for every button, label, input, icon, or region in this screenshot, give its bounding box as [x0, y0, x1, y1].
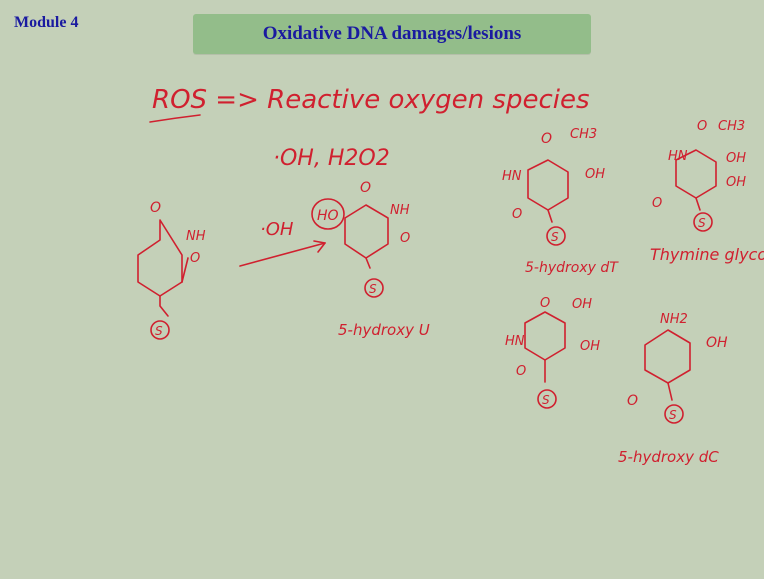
- ros-definition: ROS => Reactive oxygen species: [152, 85, 590, 115]
- reaction-arrow: [239, 242, 326, 267]
- svg-text:O: O: [150, 200, 161, 216]
- module-label: Module 4: [14, 14, 79, 31]
- svg-text:O: O: [652, 196, 662, 211]
- ros-underline: [149, 114, 201, 123]
- 5-hydroxy-du-structure: O OH OH HN O S: [505, 296, 600, 409]
- svg-text:OH: OH: [580, 339, 600, 354]
- svg-text:CH3: CH3: [570, 127, 597, 142]
- svg-text:NH: NH: [186, 229, 206, 244]
- svg-text:OH: OH: [726, 151, 746, 166]
- ros-examples: ·OH, H2O2: [273, 146, 390, 171]
- label-5-hydroxy-u: 5-hydroxy U: [338, 321, 430, 339]
- svg-text:O: O: [360, 180, 371, 196]
- svg-text:O: O: [540, 296, 550, 311]
- svg-text:OH: OH: [706, 335, 728, 351]
- svg-text:O: O: [541, 131, 552, 147]
- svg-text:S: S: [542, 393, 550, 407]
- label-5-hydroxy-dc: 5-hydroxy dC: [618, 448, 719, 466]
- svg-text:HN: HN: [505, 334, 525, 349]
- svg-text:S: S: [551, 230, 559, 244]
- svg-text:S: S: [155, 324, 163, 338]
- slide-title: Oxidative DNA damages/lesions: [262, 23, 522, 44]
- svg-text:CH3: CH3: [718, 119, 745, 134]
- label-5-hydroxy-dt: 5-hydroxy dT: [525, 260, 619, 276]
- 5-hydroxy-u-structure: HO O NH O S: [311, 180, 410, 298]
- svg-text:OH: OH: [572, 297, 592, 312]
- 5-hydroxy-dt-structure: O CH3 OH HN O S: [502, 127, 605, 246]
- svg-text:S: S: [369, 282, 377, 296]
- thymine-glycol-structure: O CH3 OH OH HN O S: [652, 119, 746, 232]
- svg-text:O: O: [190, 251, 200, 266]
- svg-text:O: O: [697, 119, 707, 134]
- label-thymine-glycol: Thymine glycol: [650, 245, 764, 264]
- svg-text:NH2: NH2: [660, 312, 688, 327]
- svg-text:OH: OH: [585, 167, 605, 182]
- svg-text:O: O: [627, 393, 638, 409]
- svg-text:HN: HN: [502, 169, 522, 184]
- svg-text:NH: NH: [390, 203, 410, 218]
- svg-text:O: O: [400, 231, 410, 246]
- svg-text:O: O: [512, 207, 522, 222]
- uracil-structure: O NH O S: [137, 200, 206, 340]
- svg-text:HN: HN: [668, 149, 688, 164]
- svg-text:S: S: [698, 216, 706, 230]
- svg-text:S: S: [669, 408, 677, 422]
- svg-text:O: O: [516, 364, 526, 379]
- svg-text:OH: OH: [726, 175, 746, 190]
- reaction-arrowhead: [313, 240, 326, 253]
- svg-text:HO: HO: [317, 208, 339, 224]
- reaction-reagent: ·OH: [260, 219, 294, 240]
- 5-hydroxy-dc-structure: NH2 OH O S: [627, 312, 728, 424]
- title-bar: Oxidative DNA damages/lesions: [193, 14, 591, 54]
